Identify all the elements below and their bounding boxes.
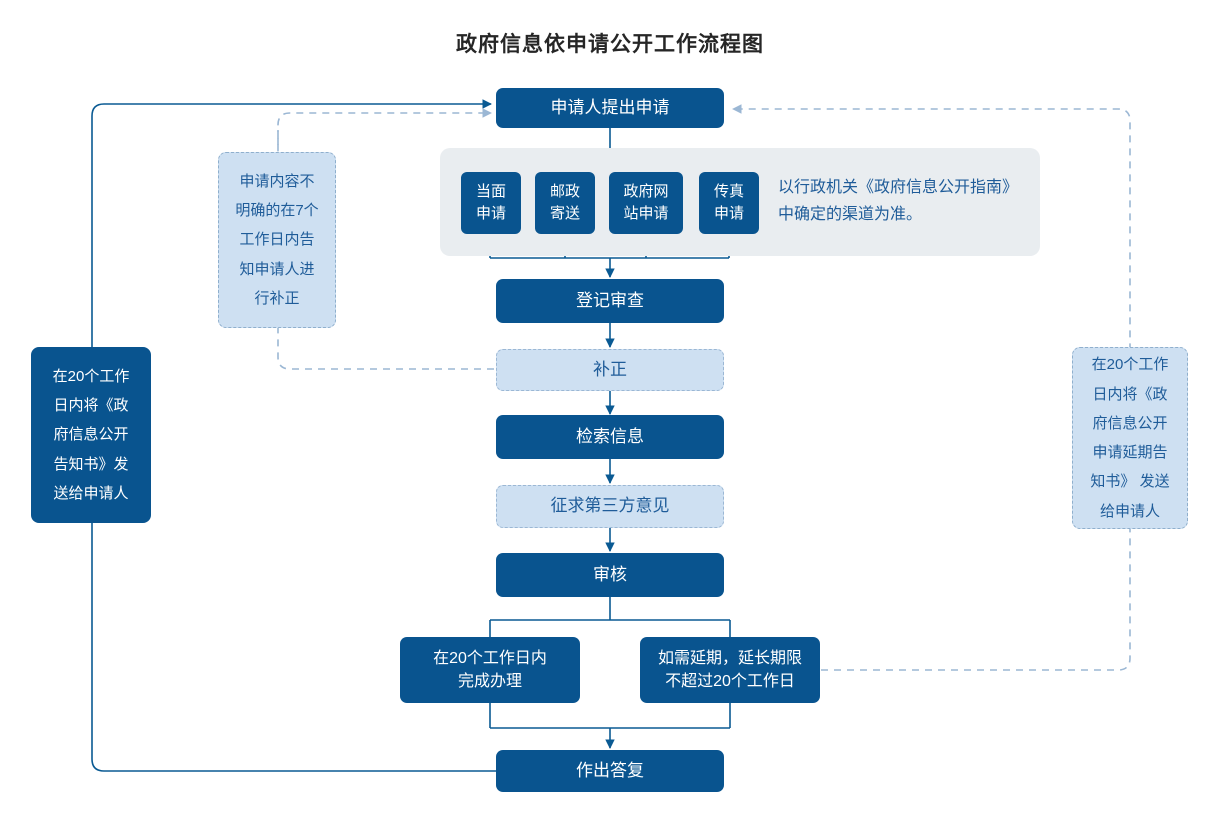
node-register-review[interactable]: 登记审查 (496, 279, 724, 323)
node-third-party-opinion[interactable]: 征求第三方意见 (496, 485, 724, 528)
node-correction[interactable]: 补正 (496, 349, 724, 391)
page-title: 政府信息依申请公开工作流程图 (456, 33, 764, 56)
node-channel-website[interactable]: 政府网 站申请 (609, 172, 683, 234)
node-complete-in-20-days[interactable]: 在20个工作日内 完成办理 (400, 637, 580, 703)
node-start[interactable]: 申请人提出申请 (496, 88, 724, 128)
node-channel-postal[interactable]: 邮政 寄送 (535, 172, 595, 234)
note-right-notice[interactable]: 在20个工作 日内将《政 府信息公开 申请延期告 知书》 发送 给申请人 (1072, 347, 1188, 529)
note-left-notice[interactable]: 在20个工作 日内将《政 府信息公开 告知书》发 送给申请人 (31, 347, 151, 523)
node-search-info[interactable]: 检索信息 (496, 415, 724, 459)
node-review[interactable]: 审核 (496, 553, 724, 597)
node-channel-fax[interactable]: 传真 申请 (699, 172, 759, 234)
wire-extension-feedback-dashed (732, 104, 1131, 671)
node-extension[interactable]: 如需延期，延长期限 不超过20个工作日 (640, 637, 820, 703)
channel-note-text: 以行政机关《政府信息公开指南》 中确定的渠道为准。 (778, 179, 1019, 224)
node-channel-in-person[interactable]: 当面 申请 (461, 172, 521, 234)
node-reply[interactable]: 作出答复 (496, 750, 724, 792)
note-correction-info[interactable]: 申请内容不 明确的在7个 工作日内告 知申请人进 行补正 (218, 152, 336, 328)
